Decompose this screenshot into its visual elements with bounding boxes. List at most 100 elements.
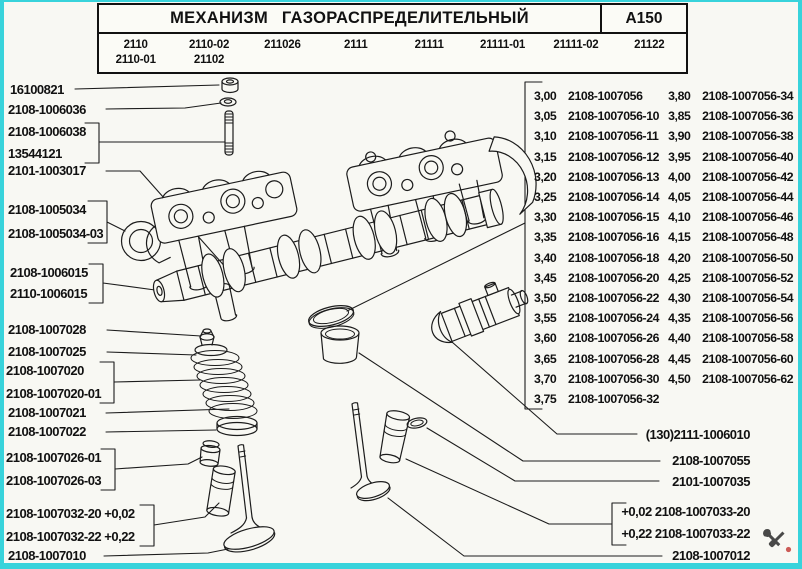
part-number-label: +0,22 2108-1007033-22: [621, 526, 750, 541]
shim-row: 4,25 2108-1007056-52: [668, 268, 794, 288]
shim-part-number: 2108-1007056-48: [702, 230, 794, 245]
shim-row: 3,35 2108-1007056-16: [534, 227, 660, 247]
camshaft-short-drawing: [431, 281, 529, 343]
shim-row: 3,55 2108-1007056-24: [534, 308, 660, 328]
shim-size: 4,30: [668, 290, 691, 305]
shim-part-number: 2108-1007056-40: [702, 149, 794, 164]
leader-lines: [74, 81, 663, 557]
shim-part-number: 2108-1007056-44: [702, 190, 794, 205]
shim-part-number: 2108-1007056-34: [702, 89, 794, 104]
part-number-label: 2108-1007020: [6, 363, 84, 378]
part-number-label: (130)2111-1006010: [645, 427, 751, 442]
shim-part-number: 2108-1007056-56: [702, 311, 794, 326]
shim-row: 3,60 2108-1007056-26: [534, 328, 660, 348]
crossed-tools-icon: [763, 529, 792, 553]
shim-row: 4,20 2108-1007056-50: [668, 248, 794, 268]
part-number-label: 2108-1007032-20 +0,02: [6, 506, 135, 521]
shim-row: 3,95 2108-1007056-40: [668, 147, 794, 167]
stud-drawing: [224, 110, 234, 156]
shim-part-number: 2108-1007056-24: [568, 311, 660, 326]
header-table: МЕХАНИЗМ ГАЗОРАСПРЕДЕЛИТЕЛЬНЫЙ А150 2110…: [97, 3, 688, 74]
shim-part-number: 2108-1007056-28: [568, 351, 660, 366]
shim-part-number: 2108-1007056-38: [702, 129, 794, 144]
adjusting-shim-drawing: [307, 305, 355, 329]
part-number-label: +0,02 2108-1007033-20: [621, 504, 750, 519]
shim-row: 3,25 2108-1007056-14: [534, 187, 660, 207]
shim-part-number: 2108-1007056-30: [568, 371, 660, 386]
model-cell: 21111: [414, 39, 444, 51]
shim-part-number: 2108-1007056-36: [702, 109, 794, 124]
shim-row: 3,65 2108-1007056-28: [534, 348, 660, 368]
site-watermark: [757, 528, 793, 559]
shim-part-number: 2108-1007056-14: [568, 190, 660, 205]
shim-part-number: 2108-1007056-22: [568, 290, 660, 305]
snap-ring-drawing: [406, 417, 428, 429]
shim-size: 3,90: [668, 129, 691, 144]
shim-size: 3,50: [534, 290, 557, 305]
part-number-label: 2108-1007021: [8, 405, 86, 420]
part-number-label: 16100821: [10, 82, 64, 97]
model-cell: 2111: [344, 39, 368, 51]
part-number-label: 2108-1006038: [8, 124, 86, 139]
shim-size: 3,15: [534, 149, 557, 164]
shim-size: 3,65: [534, 351, 557, 366]
shim-size: 3,35: [534, 230, 557, 245]
model-cell: 21111-01: [480, 39, 526, 51]
part-number-label: 2108-1006036: [8, 102, 86, 117]
exhaust-valve-drawing: [350, 402, 391, 502]
shim-part-number: 2108-1007056-62: [702, 371, 794, 386]
part-number-label: 2108-1007022: [8, 424, 86, 439]
page-title: МЕХАНИЗМ ГАЗОРАСПРЕДЕЛИТЕЛЬНЫЙ: [170, 9, 529, 27]
shim-row: 4,15 2108-1007056-48: [668, 227, 794, 247]
shim-row: 4,35 2108-1007056-56: [668, 308, 794, 328]
nut-drawing: [221, 77, 239, 94]
model-cell: 21111-02: [553, 39, 599, 51]
shim-size: 4,45: [668, 351, 691, 366]
shim-size: 3,20: [534, 169, 557, 184]
shim-part-number: 2108-1007056-20: [568, 270, 660, 285]
shim-size: 3,95: [668, 149, 691, 164]
shim-size: 4,40: [668, 331, 691, 346]
shim-size: 3,55: [534, 311, 557, 326]
model-cell: 211026: [264, 39, 301, 51]
shim-column-b: 3,80 2108-1007056-34 3,85 2108-1007056-3…: [668, 86, 794, 409]
shim-part-number: 2108-1007056-32: [568, 391, 660, 406]
shim-row: 3,40 2108-1007056-18: [534, 248, 660, 268]
shim-part-number: 2108-1007056-13: [568, 169, 660, 184]
shim-size-table: 3,00 2108-1007056 3,05 2108-1007056-10 3…: [534, 86, 794, 409]
shim-size: 4,50: [668, 371, 691, 386]
part-number-label: 2108-1007012: [672, 548, 750, 563]
shim-size: 4,20: [668, 250, 691, 265]
part-number-label: 2108-1005034-03: [8, 226, 104, 241]
shim-part-number: 2108-1007056-12: [568, 149, 660, 164]
part-number-label: 2101-1003017: [8, 163, 86, 178]
bearing-housing-rear-drawing: [346, 130, 537, 258]
shim-part-number: 2108-1007056-15: [568, 210, 660, 225]
valve-seal-drawing: [199, 440, 221, 467]
shim-size: 3,45: [534, 270, 557, 285]
shim-row: 3,90 2108-1007056-38: [668, 126, 794, 146]
model-cell: 2110 2110-01: [115, 39, 156, 66]
sheet-code: А150: [600, 5, 686, 32]
shim-size: 4,25: [668, 270, 691, 285]
shim-row: 4,45 2108-1007056-60: [668, 348, 794, 368]
shim-row: 3,00 2108-1007056: [534, 86, 659, 106]
shim-column-a: 3,00 2108-1007056 3,05 2108-1007056-10 3…: [534, 86, 660, 409]
part-number-label: 2110-1006015: [10, 286, 88, 301]
shim-row: 3,45 2108-1007056-20: [534, 268, 660, 288]
camshaft-seal-drawing: [120, 220, 162, 262]
shim-row: 3,50 2108-1007056-22: [534, 288, 660, 308]
shim-part-number: 2108-1007056-26: [568, 331, 660, 346]
shim-row: 3,05 2108-1007056-10: [534, 106, 660, 126]
part-number-label: 2108-1007028: [8, 322, 86, 337]
shim-row: 4,30 2108-1007056-54: [668, 288, 794, 308]
shim-size: 3,85: [668, 109, 691, 124]
intake-valve-drawing: [223, 444, 276, 553]
shim-row: 4,05 2108-1007056-44: [668, 187, 794, 207]
part-number-label: 2108-1007026-01: [6, 450, 102, 465]
shim-size: 3,70: [534, 371, 557, 386]
shim-row: 3,75 2108-1007056-32: [534, 389, 660, 409]
shim-row: 3,70 2108-1007056-30: [534, 369, 660, 389]
shim-row: 4,00 2108-1007056-42: [668, 167, 794, 187]
